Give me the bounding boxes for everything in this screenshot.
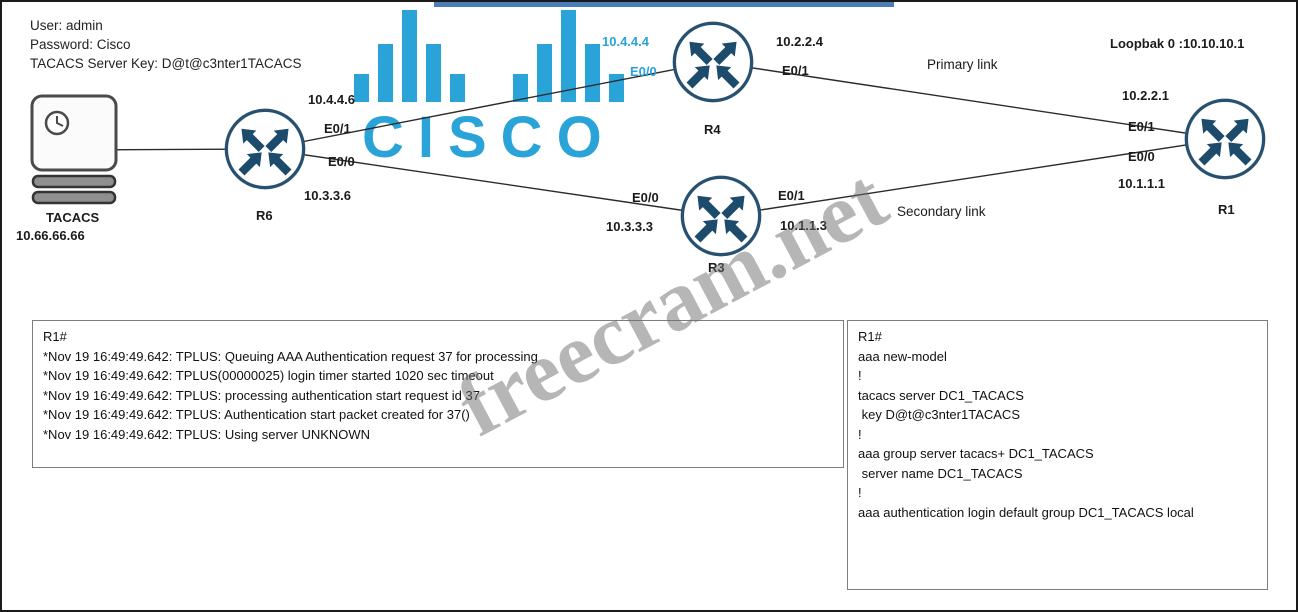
ip-label-r3-e01: 10.1.1.3 [780,218,827,233]
ip-label-r1-e01: 10.2.2.1 [1122,88,1169,103]
ip-label-r3-e00: 10.3.3.3 [606,219,653,234]
config-line: ! [858,485,862,500]
link-label-primary: Primary link [927,57,998,72]
config-line: key D@t@c3nter1TACACS [858,407,1020,422]
config-line: aaa authentication login default group D… [858,504,1194,520]
wire-r3-r1-secondary [720,138,1226,217]
interface-label-r3-e01: E0/1 [778,188,805,203]
credentials-tacacs-key: TACACS Server Key: D@t@c3nter1TACACS [30,56,302,71]
credentials-user: User: admin [30,18,103,33]
logo-bar [354,74,369,102]
config-line: ! [858,368,862,383]
console-prompt: R1# [858,329,882,344]
logo-bar [402,10,417,102]
router-icon-r1 [1183,97,1267,186]
wire-r6-r4 [264,61,714,150]
interface-label-r6-e00: E0/0 [328,154,355,169]
loopback-label-r1: Loopbak 0 :10.10.10.1 [1110,36,1245,51]
log-line: *Nov 19 16:49:49.642: TPLUS: processing … [43,387,480,403]
router-icon-r6 [223,107,307,196]
top-blue-line [434,2,894,7]
ip-label-r6-e01: 10.4.4.6 [308,92,355,107]
cisco-logo-bars [354,6,633,102]
config-line: server name DC1_TACACS [858,465,1023,481]
config-line: aaa group server tacacs+ DC1_TACACS [858,446,1094,461]
config-line: ! [858,426,862,442]
logo-bar [450,74,465,102]
ip-label-tacacs: 10.66.66.66 [16,228,85,243]
device-label-r3: R3 [708,260,725,275]
config-line: aaa new-model [858,348,947,364]
credentials-password: Password: Cisco [30,37,131,52]
interface-label-r4-e01: E0/1 [782,63,809,78]
device-label-r4: R4 [704,122,721,137]
interface-label-r4-e00: E0/0 [630,64,657,79]
cisco-logo-text: CISCO [362,105,616,170]
log-line: *Nov 19 16:49:49.642: TPLUS(00000025) lo… [43,368,494,383]
logo-bar [378,44,393,102]
ip-label-r4-e00: 10.4.4.4 [602,34,649,49]
credentials-block: User: admin Password: Cisco TACACS Serve… [30,16,301,73]
device-label-r1: R1 [1218,202,1235,217]
interface-label-r6-e01: E0/1 [324,121,351,136]
console-config-r1: R1# aaa new-model ! tacacs server DC1_TA… [847,320,1268,590]
ip-label-r1-e00: 10.1.1.1 [1118,176,1165,191]
config-line: tacacs server DC1_TACACS [858,387,1024,403]
router-icon-r3 [679,174,763,263]
wire-r6-r3 [264,148,722,217]
device-label-r6: R6 [256,208,273,223]
logo-bar [537,44,552,102]
interface-label-r3-e00: E0/0 [632,190,659,205]
link-label-secondary: Secondary link [897,204,986,219]
cisco-logo: CISCO [354,6,633,171]
console-prompt: R1# [43,329,67,344]
tacacs-server-icon [30,94,118,211]
ip-label-r6-e00: 10.3.3.6 [304,188,351,203]
logo-bar [561,10,576,102]
device-label-tacacs: TACACS [46,210,100,225]
logo-bar [585,44,600,102]
logo-bar [426,44,441,102]
console-log-r1: R1# *Nov 19 16:49:49.642: TPLUS: Queuing… [32,320,844,468]
ip-label-r4-e01: 10.2.2.4 [776,34,823,49]
router-icon-r4 [671,20,755,109]
wire-r4-r1-primary [712,61,1226,140]
logo-bar [513,74,528,102]
log-line: *Nov 19 16:49:49.642: TPLUS: Using serve… [43,426,371,442]
interface-label-r1-e00: E0/0 [1128,149,1155,164]
log-line: *Nov 19 16:49:49.642: TPLUS: Queuing AAA… [43,348,538,364]
log-line: *Nov 19 16:49:49.642: TPLUS: Authenticat… [43,407,470,422]
interface-label-r1-e01: E0/1 [1128,119,1155,134]
